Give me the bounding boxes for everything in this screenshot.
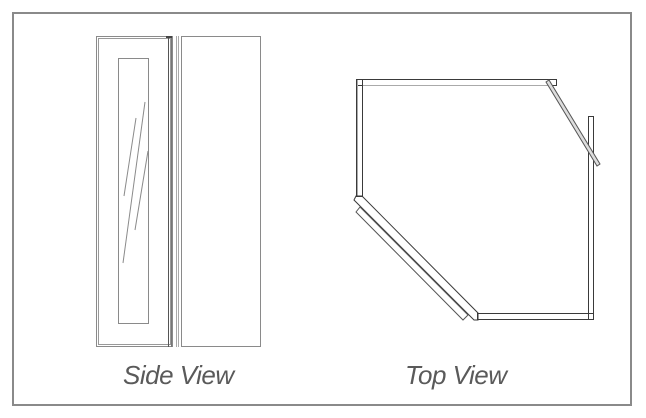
top-view-label: Top View [405,360,507,390]
cabinet-side-panel [181,36,261,347]
side-view-drawing [96,36,261,347]
diagonal-face [353,195,479,321]
glass-reflection-line [134,150,149,231]
top-view-drawing [353,79,601,321]
diagonal-door [355,206,469,321]
glass-reflection-line [123,117,137,197]
glass-reflection-line [122,101,146,264]
angled-stile [545,79,601,167]
door-inner-frame [98,38,171,345]
bottom-wall [477,313,594,320]
glass-panel [118,58,149,324]
door-outer-frame [96,36,173,347]
drawing-frame [12,12,632,406]
back-wall-top [356,79,557,86]
side-view-label: Side View [123,360,234,390]
